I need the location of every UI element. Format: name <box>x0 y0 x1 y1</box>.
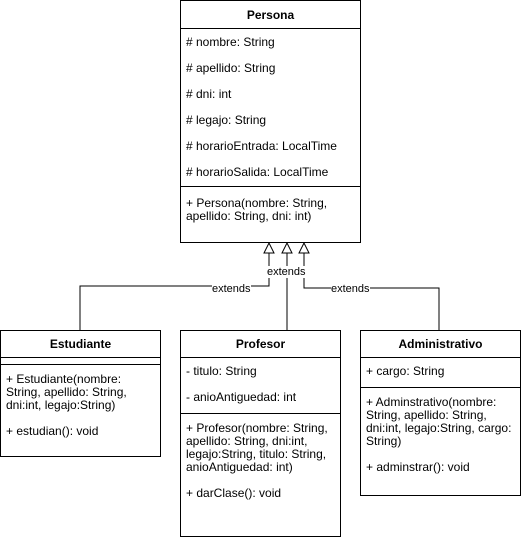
class-administrativo[interactable]: Administrativo + cargo: String + Adminst… <box>360 330 521 496</box>
administrativo-extends-label: extends <box>331 283 370 295</box>
class-estudiante-attributes <box>1 357 160 365</box>
profesor-attr-anio-antiguedad: - anioAntiguedad: int <box>186 390 297 404</box>
profesor-extends-label: extends <box>267 266 306 278</box>
class-administrativo-name: Administrativo <box>361 331 520 358</box>
persona-attr-apellido: # apellido: String <box>186 61 276 75</box>
administrativo-extends-arrowhead <box>298 241 310 254</box>
profesor-op-dar-clase: + darClase(): void <box>186 486 282 500</box>
persona-op-constructor: + Persona(nombre: String, apellido: Stri… <box>186 196 328 223</box>
class-profesor-name: Profesor <box>181 331 340 358</box>
class-estudiante-name: Estudiante <box>49 337 112 351</box>
class-persona-name: Persona <box>181 1 360 29</box>
class-administrativo-attributes: + cargo: String <box>361 358 520 388</box>
class-persona-operations: + Persona(nombre: String, apellido: Stri… <box>181 187 360 223</box>
class-estudiante-operations: + Estudiante(nombre: String, apellido: S… <box>1 365 160 438</box>
estudiante-op-constructor: + Estudiante(nombre: String, apellido: S… <box>6 372 127 412</box>
class-profesor[interactable]: Profesor - titulo: String - anioAntigued… <box>180 330 341 537</box>
persona-attr-horario-entrada: # horarioEntrada: LocalTime <box>186 139 337 153</box>
persona-attr-legajo: # legajo: String <box>186 113 267 127</box>
class-profesor-operations: + Profesor(nombre: String, apellido: Str… <box>181 414 340 500</box>
profesor-extends-arrowhead <box>281 241 293 254</box>
administrativo-extends-connector <box>303 253 440 330</box>
persona-attr-horario-salida: # horarioSalida: LocalTime <box>186 165 329 179</box>
class-administrativo-operations: + Adminstrativo(nombre: String, apellido… <box>361 388 520 474</box>
class-persona-attributes: # nombre: String # apellido: String # dn… <box>181 29 360 187</box>
administrativo-op-constructor: + Adminstrativo(nombre: String, apellido… <box>366 395 512 448</box>
profesor-op-constructor: + Profesor(nombre: String, apellido: Str… <box>186 421 328 474</box>
estudiante-extends-arrowhead <box>263 241 275 254</box>
class-persona[interactable]: Persona # nombre: String # apellido: Str… <box>180 0 361 243</box>
persona-attr-dni: # dni: int <box>186 87 232 101</box>
class-profesor-attributes: - titulo: String - anioAntiguedad: int <box>181 358 340 414</box>
persona-attr-nombre: # nombre: String <box>186 35 275 49</box>
administrativo-attr-cargo: + cargo: String <box>366 364 445 378</box>
estudiante-op-estudian: + estudian(): void <box>6 424 99 438</box>
class-estudiante[interactable]: Estudiante + Estudiante(nombre: String, … <box>0 330 161 457</box>
profesor-attr-titulo: - titulo: String <box>186 364 257 378</box>
administrativo-op-adminstrar: + adminstrar(): void <box>366 460 470 474</box>
estudiante-extends-label: extends <box>212 283 251 295</box>
